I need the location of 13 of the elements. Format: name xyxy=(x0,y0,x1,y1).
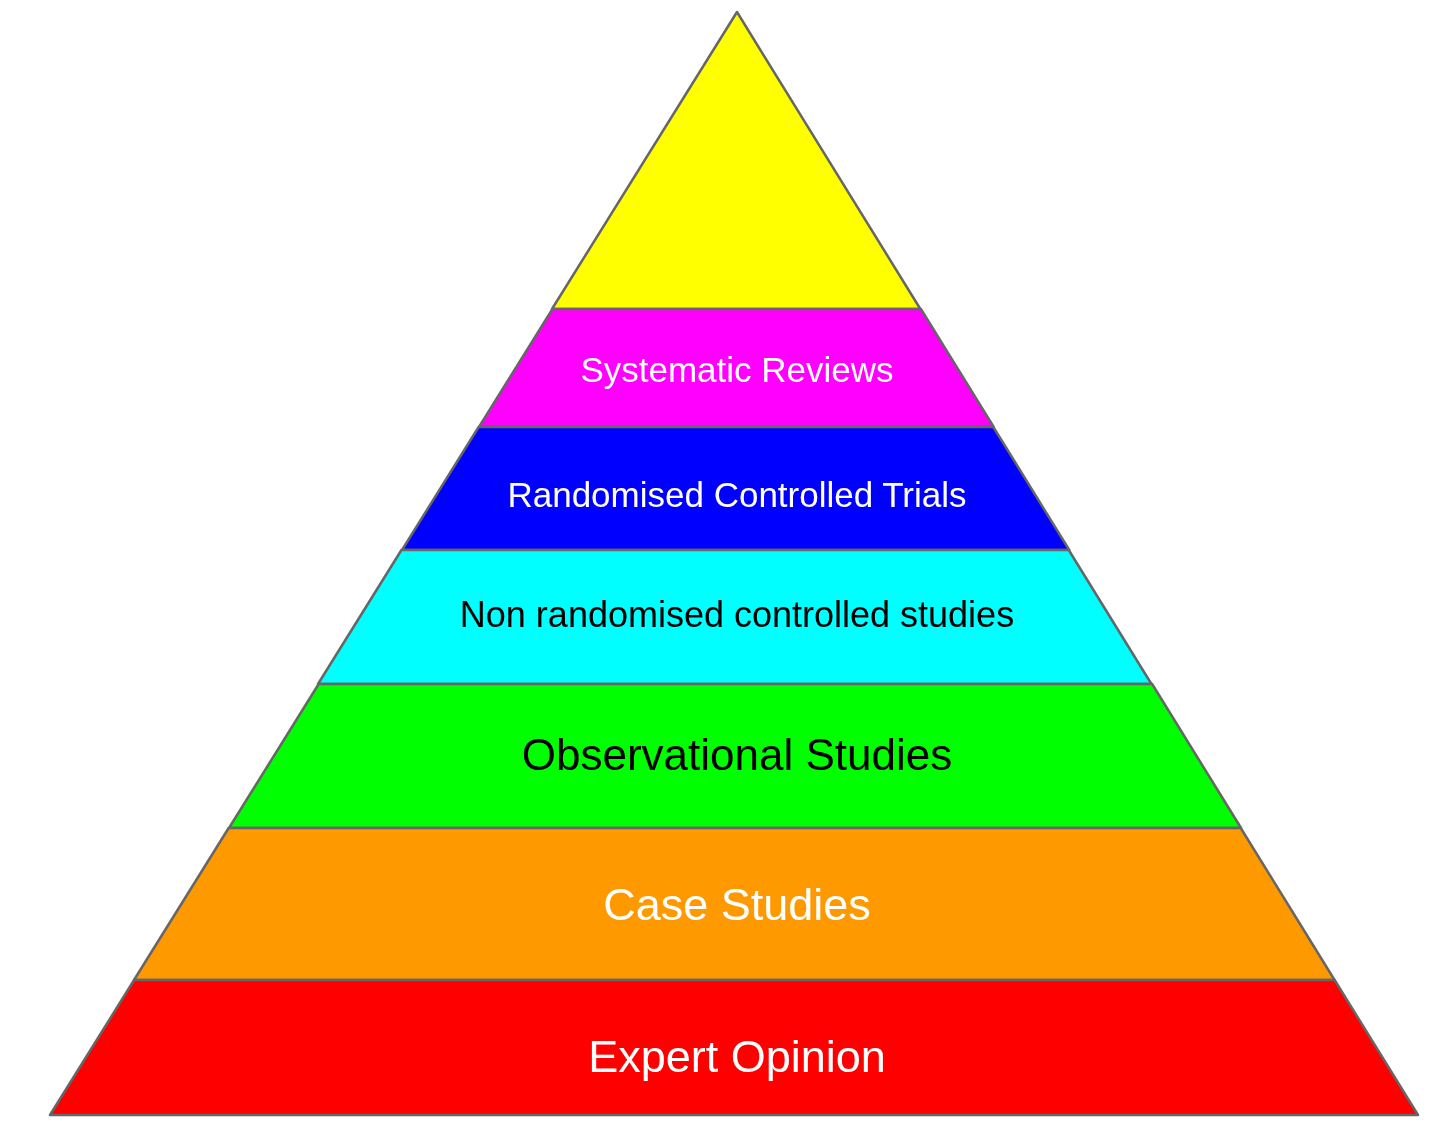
pyramid-level xyxy=(318,550,1152,684)
level-label: Observational Studies xyxy=(521,730,953,780)
pyramid-level xyxy=(401,427,1070,550)
level-label: Non randomised controlled studies xyxy=(459,595,1015,635)
level-label: Expert Opinion xyxy=(588,1032,886,1082)
pyramid-level xyxy=(134,828,1335,980)
pyramid-level xyxy=(552,12,921,309)
pyramid-level xyxy=(228,684,1241,828)
level-label: Randomised Controlled Trials xyxy=(507,475,967,515)
pyramid-level xyxy=(478,309,994,427)
level-label: Case Studies xyxy=(603,880,871,930)
pyramid-level xyxy=(50,980,1418,1115)
level-label: Systematic Reviews xyxy=(580,350,894,390)
